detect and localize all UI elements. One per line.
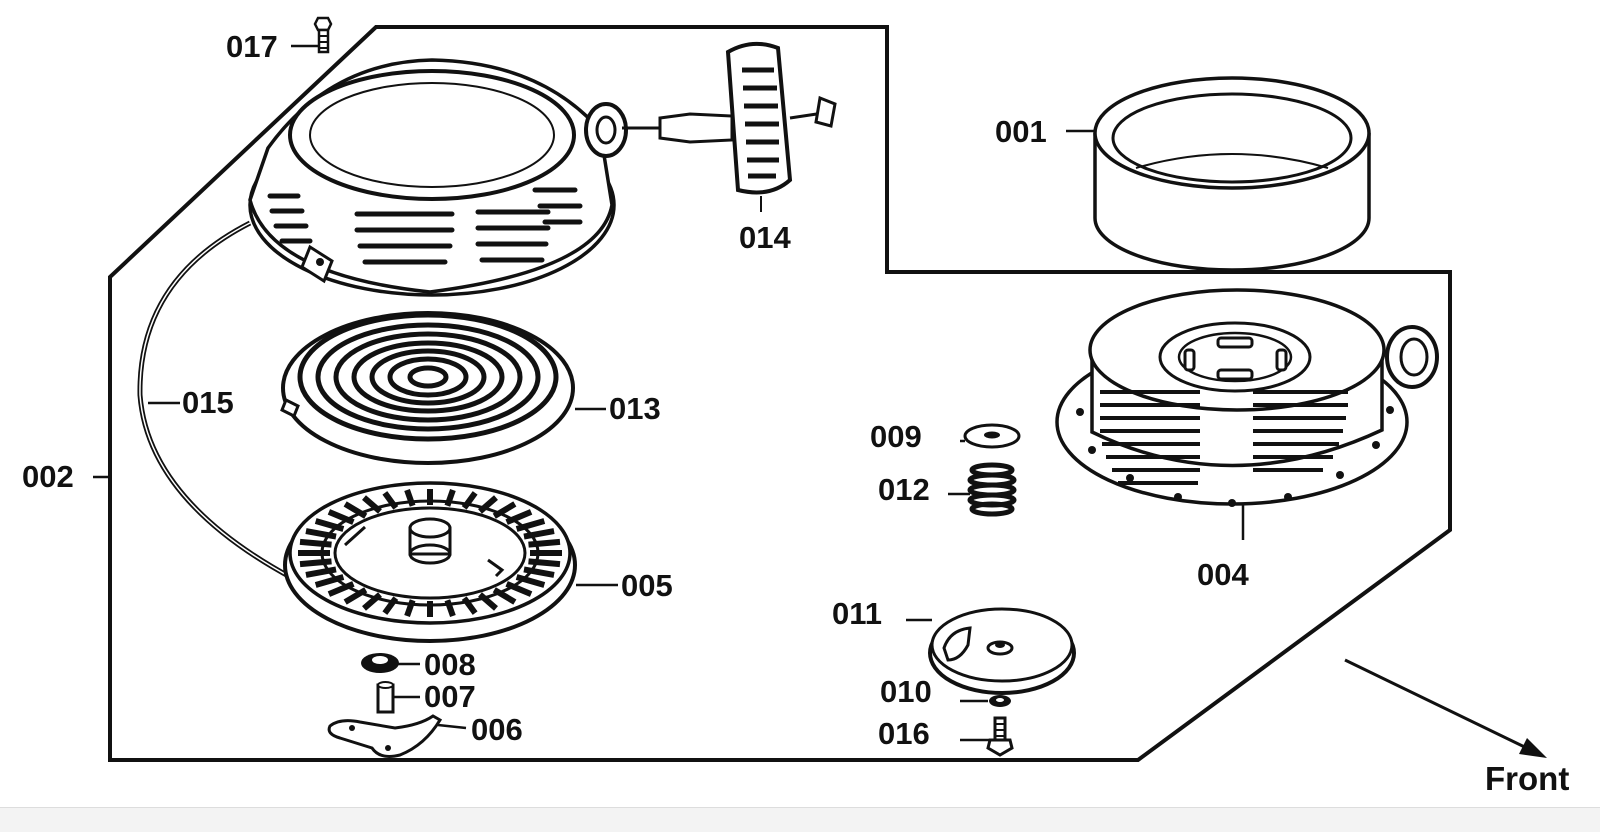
reel-spoke	[305, 528, 337, 540]
assembly-group-outline	[108, 25, 1452, 762]
part-017-bolt	[313, 16, 333, 54]
label-002: 002	[22, 459, 74, 494]
reel-spoke	[528, 538, 561, 548]
part-012-spring	[967, 462, 1017, 517]
part-labels: 017 001 014 015 013 009 002 012 004 005 …	[22, 29, 1569, 797]
reel-spoke	[461, 596, 478, 615]
part-005-rope-reel	[283, 481, 577, 643]
reel-spoke	[505, 581, 533, 597]
label-013: 013	[609, 391, 661, 426]
label-012: 012	[878, 472, 930, 507]
reel-spoke	[492, 587, 517, 605]
part-014-starter-handle	[622, 41, 837, 212]
reel-spoke	[314, 574, 345, 588]
exploded-parts-diagram: 017 001 014 015 013 009 002 012 004 005 …	[22, 16, 1569, 797]
part-004-starter-cover	[1055, 288, 1439, 507]
label-001: 001	[995, 114, 1047, 149]
label-016: 016	[878, 716, 930, 751]
reel-spoke	[305, 566, 337, 578]
part-006-ratchet	[327, 714, 443, 758]
label-017: 017	[226, 29, 278, 64]
part-001-ring	[1093, 76, 1371, 272]
reel-spoke	[528, 558, 561, 568]
reel-spoke	[478, 495, 498, 514]
front-direction-arrow	[1344, 658, 1547, 758]
label-014: 014	[739, 220, 791, 255]
reel-spoke	[444, 599, 456, 618]
reel-spoke	[505, 509, 533, 525]
reel-spoke	[515, 518, 546, 532]
label-004: 004	[1197, 557, 1249, 592]
part-013-recoil-spring	[280, 311, 575, 465]
part-011-friction-plate	[928, 607, 1076, 695]
label-005: 005	[621, 568, 673, 603]
label-006: 006	[471, 712, 523, 747]
reel-spoke	[343, 587, 368, 605]
reel-spoke	[523, 528, 555, 540]
reel-spoke	[478, 592, 498, 611]
reel-spoke	[382, 596, 399, 615]
reel-spoke	[461, 491, 478, 510]
bottom-strip	[0, 807, 1600, 832]
part-002-starter-housing	[248, 58, 628, 297]
reel-spoke	[444, 488, 456, 507]
reel-spoke	[299, 558, 332, 568]
reel-spoke	[382, 491, 399, 510]
reel-spoke	[327, 509, 355, 525]
reel-spoke	[343, 501, 368, 519]
reel-spoke	[327, 581, 355, 597]
reel-spoke	[404, 599, 416, 618]
reel-spoke	[362, 495, 382, 514]
part-016-bolt	[986, 716, 1014, 757]
part-008-washer	[361, 653, 399, 673]
leader-lines	[93, 44, 1245, 742]
part-009-washer	[963, 423, 1021, 449]
label-008: 008	[424, 647, 476, 682]
part-007-pin	[376, 681, 395, 714]
label-009: 009	[870, 419, 922, 454]
label-011: 011	[832, 596, 882, 631]
part-010-nut	[989, 695, 1011, 707]
reel-spoke	[362, 592, 382, 611]
label-015: 015	[182, 385, 234, 420]
reel-spoke	[314, 518, 345, 532]
reel-spoke	[404, 488, 416, 507]
label-007: 007	[424, 679, 476, 714]
front-label: Front	[1485, 760, 1569, 797]
reel-spoke	[492, 501, 517, 519]
reel-spoke	[515, 574, 546, 588]
reel-spoke	[299, 538, 332, 548]
reel-spoke	[523, 566, 555, 578]
label-010: 010	[880, 674, 932, 709]
